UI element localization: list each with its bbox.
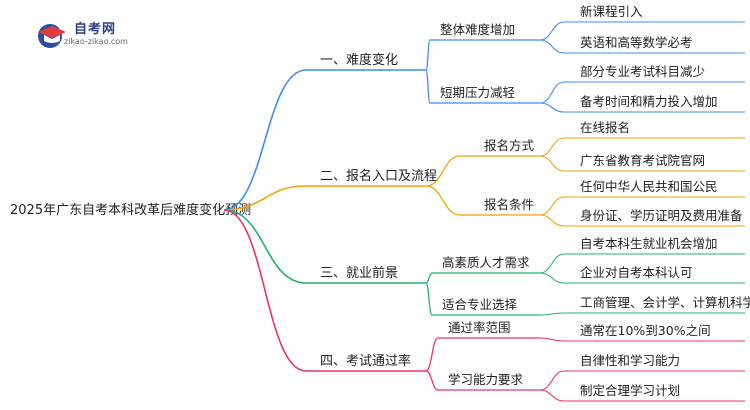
sub-branch-connector <box>425 69 431 104</box>
branch-node: 四、考试通过率 <box>320 353 411 369</box>
leaf-connector <box>539 196 565 216</box>
sub-branch-node: 短期压力减轻 <box>440 85 515 100</box>
leaf-connector <box>539 102 565 113</box>
logo-title: 自考网 <box>74 22 117 37</box>
logo-url: zikao-zikao.com <box>64 37 128 46</box>
leaf-node: 身份证、学历证明及费用准备 <box>580 208 743 223</box>
leaf-connector <box>539 39 565 54</box>
leaf-connector <box>539 370 565 391</box>
leaf-node: 制定合理学习计划 <box>580 383 680 398</box>
leaf-node: 工商管理、会计学、计算机科学 <box>580 295 750 310</box>
site-logo: 自考网 zikao-zikao.com <box>30 18 150 50</box>
branch-node: 二、报名入口及流程 <box>320 168 437 184</box>
branch-connector <box>223 209 307 284</box>
sub-branch-connector <box>425 282 433 316</box>
leaf-node: 新课程引入 <box>580 4 643 19</box>
leaf-connector <box>539 155 565 172</box>
sub-branch-connector <box>425 272 433 284</box>
sub-branch-node: 报名方式 <box>484 138 535 153</box>
branch-connector <box>223 209 307 372</box>
leaf-connector <box>539 312 565 316</box>
root-node: 2025年广东自考本科改革后难度变化预测 <box>10 202 251 218</box>
sub-branch-connector <box>425 185 461 216</box>
sub-branch-connector <box>425 39 431 71</box>
sub-branch-node: 通过率范围 <box>448 320 511 335</box>
sub-branch-node: 高素质人才需求 <box>442 255 530 270</box>
sub-branch-connector <box>425 370 439 391</box>
leaf-node: 通常在10%到30%之间 <box>580 323 711 338</box>
leaf-connector <box>539 81 565 104</box>
sub-branch-node: 整体难度增加 <box>440 22 515 37</box>
sub-branch-connector <box>425 337 439 372</box>
leaf-node: 英语和高等数学必考 <box>580 35 693 50</box>
leaf-connector <box>539 337 565 342</box>
leaf-node: 自考本科生就业机会增加 <box>580 236 718 251</box>
branch-node: 三、就业前景 <box>320 265 398 281</box>
branch-connector <box>223 69 307 211</box>
leaf-connector <box>539 214 565 227</box>
leaf-node: 备考时间和精力投入增加 <box>580 94 718 109</box>
leaf-connector <box>539 253 565 274</box>
leaf-connector <box>539 21 565 41</box>
leaf-connector <box>539 137 565 157</box>
leaf-node: 部分专业考试科目减少 <box>580 64 705 79</box>
sub-branch-connector <box>425 155 461 187</box>
leaf-node: 在线报名 <box>580 120 630 135</box>
leaf-node: 自律性和学习能力 <box>580 353 680 368</box>
graduation-cap-icon <box>38 24 66 48</box>
leaf-node: 任何中华人民共和国公民 <box>580 179 718 194</box>
branch-connector <box>223 185 307 211</box>
leaf-connector <box>539 272 565 284</box>
sub-branch-node: 报名条件 <box>484 197 534 212</box>
sub-branch-node: 学习能力要求 <box>448 372 524 387</box>
sub-branch-node: 适合专业选择 <box>442 297 518 312</box>
leaf-node: 企业对自考本科认可 <box>580 265 693 280</box>
leaf-node: 广东省教育考试院官网 <box>580 153 705 168</box>
leaf-connector <box>539 389 565 402</box>
branch-node: 一、难度变化 <box>320 52 398 68</box>
